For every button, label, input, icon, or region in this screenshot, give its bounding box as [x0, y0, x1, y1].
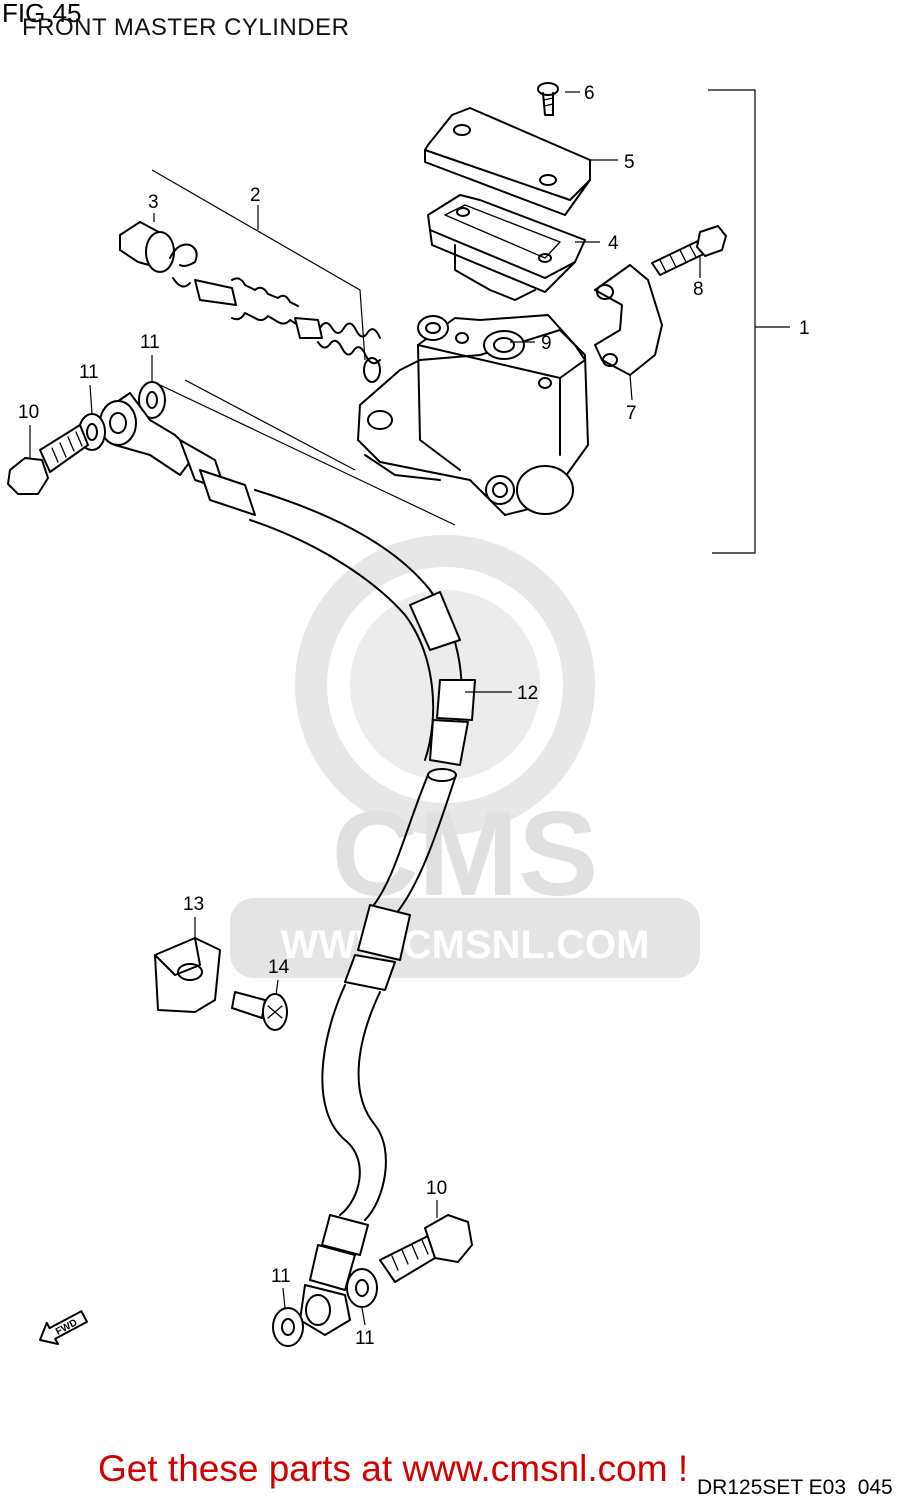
callout-10-lower: 10 — [426, 1178, 447, 1199]
callout-1: 1 — [799, 318, 810, 339]
callout-5: 5 — [624, 152, 635, 173]
reservoir-cap — [424, 107, 591, 216]
clamp-bolt — [651, 225, 727, 276]
upper-banjo-assembly — [7, 381, 196, 495]
callout-14: 14 — [268, 957, 290, 978]
part-1-bracket — [708, 89, 790, 554]
diaphragm-plate — [427, 194, 586, 301]
callout-8: 8 — [693, 279, 704, 300]
callout-11-lower-right: 11 — [355, 1328, 375, 1349]
callout-12: 12 — [517, 683, 538, 704]
piston-set — [119, 221, 381, 383]
figure-title: FRONT MASTER CYLINDER — [22, 14, 350, 41]
guide-lines — [159, 379, 456, 526]
callout-4: 4 — [608, 233, 619, 254]
diagram-code: DR125SET E03 045 — [697, 1476, 893, 1499]
cms-watermark: CMS WWW.CMSNL.COM — [230, 535, 700, 978]
brake-hose — [179, 439, 476, 1336]
callout-11-upper-left: 11 — [79, 362, 99, 383]
callout-13: 13 — [183, 894, 204, 915]
leader-lines — [29, 91, 701, 1326]
callout-10-upper: 10 — [18, 402, 39, 423]
callout-7: 7 — [626, 403, 637, 424]
lower-banjo-assembly — [272, 1214, 473, 1347]
callout-numbers: 1 2 3 4 5 6 7 8 9 10 10 11 11 11 11 12 1… — [18, 83, 810, 1349]
callout-11-lower-left: 11 — [271, 1266, 291, 1287]
callout-2: 2 — [250, 185, 261, 206]
figure-number: FIG.45 — [2, 0, 82, 28]
clamp-holder — [594, 264, 663, 376]
clamp-screw — [231, 991, 288, 1031]
fwd-label: FWD — [54, 1317, 79, 1337]
hose-clamp — [154, 937, 221, 1013]
master-cylinder-body — [357, 314, 589, 516]
callout-6: 6 — [584, 83, 595, 104]
watermark-brand: CMS — [332, 787, 599, 921]
cap-screw — [537, 82, 559, 116]
callout-9: 9 — [541, 333, 552, 354]
callout-11-upper-right: 11 — [140, 332, 160, 353]
fwd-arrow: FWD — [39, 1310, 88, 1346]
part-2-bracket — [151, 169, 366, 361]
watermark-url: WWW.CMSNL.COM — [281, 923, 650, 967]
callout-3: 3 — [148, 192, 159, 213]
cta-link[interactable]: Get these parts at www.cmsnl.com ! — [98, 1448, 689, 1489]
